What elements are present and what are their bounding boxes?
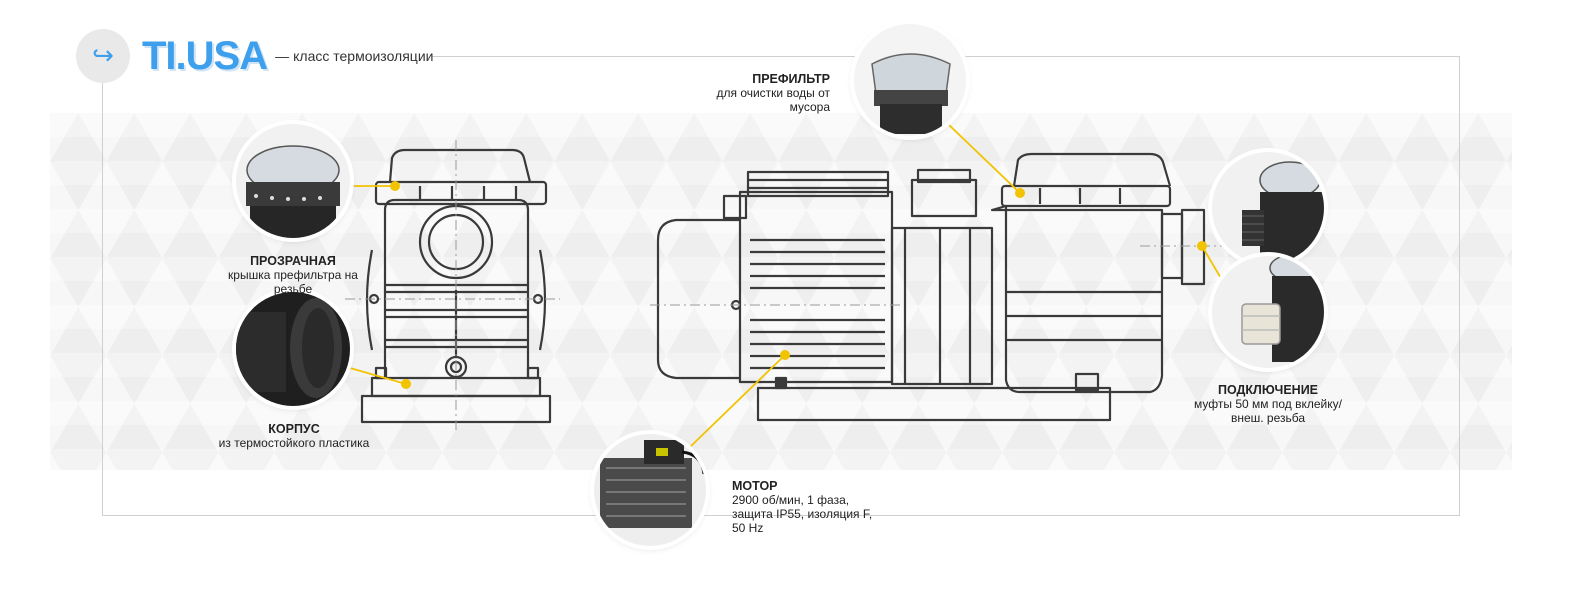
callout-body-text: из термостойкого пластика bbox=[218, 436, 370, 450]
brand-tagline: —класс термоизоляции bbox=[275, 48, 434, 64]
pump-side-view bbox=[656, 152, 1206, 422]
callout-connection: ПОДКЛЮЧЕНИЕ муфты 50 мм под вклейку/ вне… bbox=[1188, 383, 1348, 425]
transparent-lid-photo bbox=[236, 124, 350, 238]
frame-top-line-right bbox=[962, 56, 1460, 57]
callout-lid-text: крышка префильтра на резьбе bbox=[228, 268, 358, 296]
prefilter-lid-photo bbox=[854, 24, 966, 136]
callout-body-title: КОРПУС bbox=[268, 422, 320, 436]
connection-photo-1 bbox=[1212, 152, 1324, 264]
callout-prefilter: ПРЕФИЛЬТР для очистки воды от мусора bbox=[700, 72, 830, 114]
callout-motor: МОТОР 2900 об/мин, 1 фаза, защита IP55, … bbox=[732, 479, 882, 535]
housing-photo bbox=[236, 292, 350, 406]
callout-motor-text: 2900 об/мин, 1 фаза, защита IP55, изоляц… bbox=[732, 493, 873, 535]
callout-lid-title: ПРОЗРАЧНАЯ bbox=[250, 254, 336, 268]
connection-photo-2 bbox=[1212, 256, 1324, 368]
frame-top-line-left bbox=[432, 56, 860, 57]
callout-prefilter-title: ПРЕФИЛЬТР bbox=[752, 72, 830, 86]
callout-motor-title: МОТОР bbox=[732, 479, 778, 493]
callout-connection-text: муфты 50 мм под вклейку/ внеш. резьба bbox=[1194, 397, 1342, 425]
content-frame bbox=[102, 56, 1460, 516]
motor-photo bbox=[594, 434, 706, 546]
callout-prefilter-text: для очистки воды от мусора bbox=[716, 86, 830, 114]
arrow-return-icon: ↪ bbox=[76, 29, 130, 83]
callout-body: КОРПУС из термостойкого пластика bbox=[210, 422, 378, 450]
callout-lid: ПРОЗРАЧНАЯ крышка префильтра на резьбе bbox=[222, 254, 364, 296]
brand-name: TI.USA bbox=[142, 33, 268, 78]
callout-connection-title: ПОДКЛЮЧЕНИЕ bbox=[1217, 383, 1319, 397]
brand-logo[interactable]: ↪ TI.USA —класс термоизоляции bbox=[76, 28, 433, 84]
